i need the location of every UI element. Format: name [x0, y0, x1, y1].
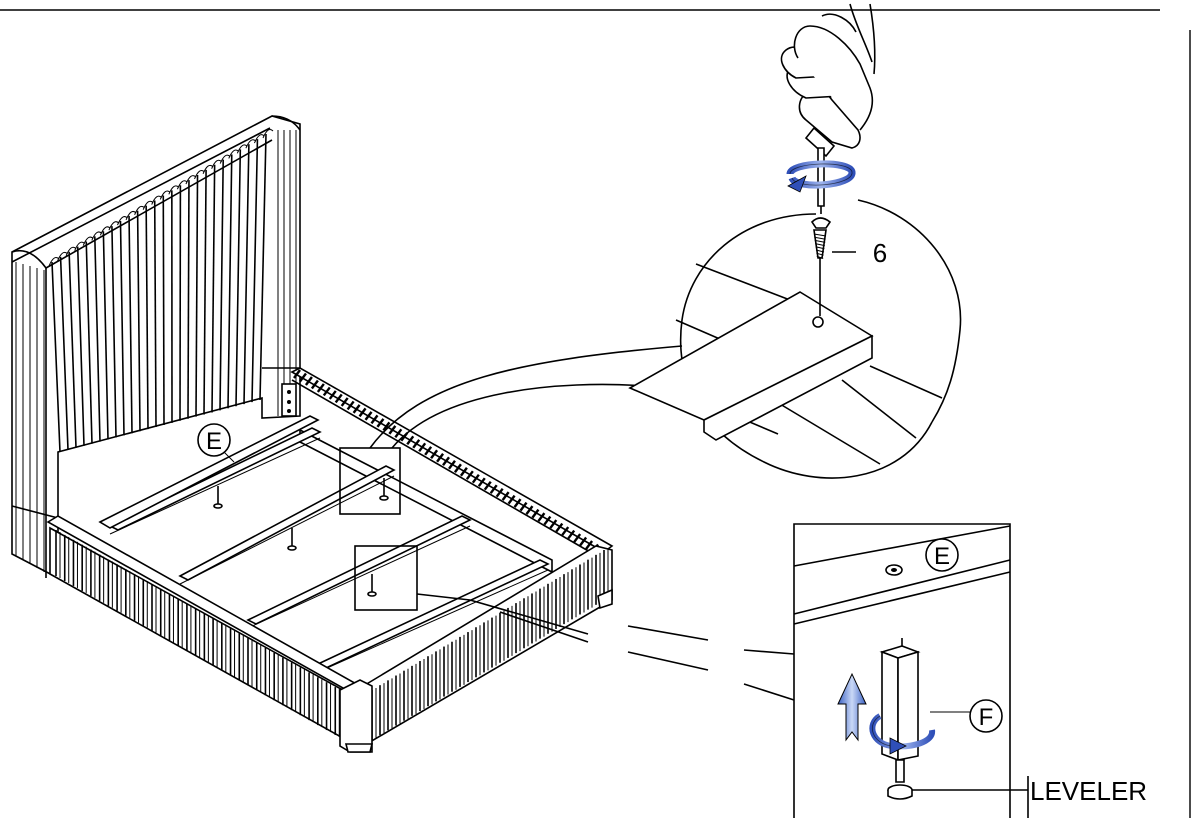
support-leg: [879, 638, 921, 800]
bed-frame: [11, 115, 614, 753]
slat-support-legs: [213, 478, 389, 597]
foot-rail: [46, 515, 362, 744]
leg-callout-label: F: [979, 704, 994, 731]
headboard-bracket: [281, 383, 297, 417]
slat-callout: E: [197, 423, 235, 463]
leg-detail: E F LEVELER: [793, 523, 1147, 818]
detail-leader-lines: [369, 345, 795, 701]
leveler-label: LEVELER: [1030, 776, 1147, 806]
up-arrow-icon: [837, 672, 867, 742]
leg-rotate-arrow-icon: [869, 713, 935, 755]
side-rail-near: [349, 545, 613, 743]
screwdriver-hand-icon: [780, 3, 876, 214]
detail-box-leg: [354, 545, 418, 611]
corner-post: [339, 588, 613, 753]
headboard-wing-stripes: [15, 130, 297, 572]
headboard: [11, 115, 301, 580]
slat-callout-label: E: [206, 428, 222, 455]
screw: [810, 217, 832, 316]
headboard-stripes: [48, 129, 274, 453]
detail-slat-label: E: [934, 543, 950, 570]
screw-callout-label: 6: [873, 238, 887, 268]
rotate-arrow-icon: [786, 160, 856, 193]
screw-detail: 6: [628, 3, 962, 479]
